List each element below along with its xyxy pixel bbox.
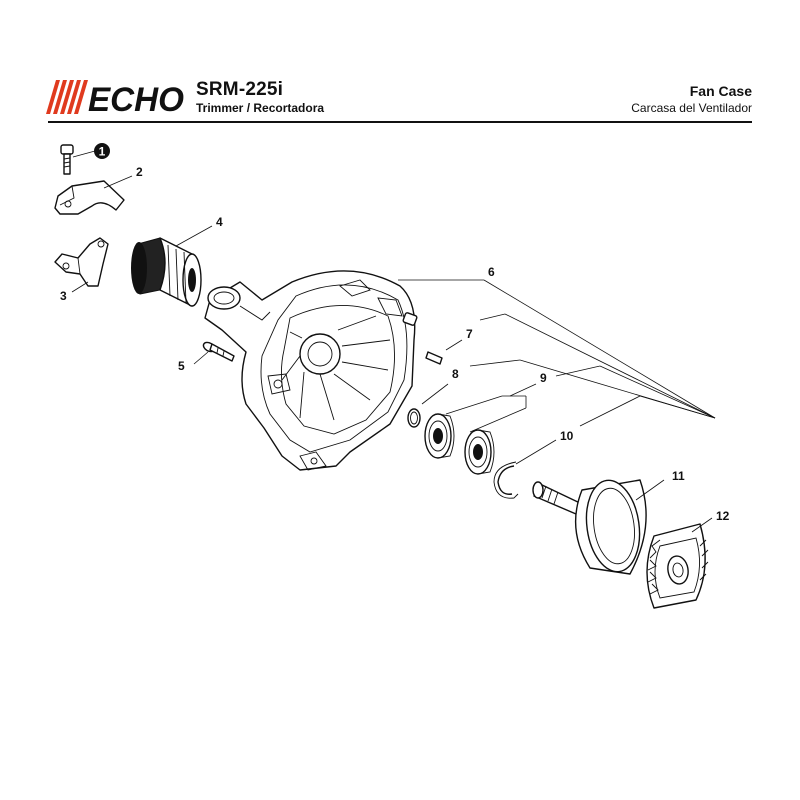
callout-7: 7 bbox=[466, 327, 473, 341]
callout-11: 11 bbox=[672, 469, 685, 483]
part-9-bearing-b[interactable] bbox=[464, 429, 495, 475]
part-3-clamp-lower[interactable] bbox=[54, 237, 109, 293]
section-title: Fan Case bbox=[689, 83, 752, 99]
part-6-fan-case[interactable] bbox=[204, 270, 418, 471]
echo-logo: ECHO bbox=[46, 80, 184, 116]
part-12-clutch-assembly[interactable] bbox=[646, 517, 713, 609]
callout-10: 10 bbox=[560, 429, 574, 443]
callout-5: 5 bbox=[178, 359, 185, 373]
callout-6: 6 bbox=[488, 265, 495, 279]
part-7-pin[interactable] bbox=[425, 313, 716, 419]
logo-stripes bbox=[46, 80, 88, 114]
model-number: SRM-225i bbox=[196, 79, 284, 100]
part-5-screw[interactable] bbox=[193, 341, 235, 365]
svg-text:ECHO: ECHO bbox=[88, 81, 184, 116]
product-subtitle: Trimmer / Recortadora bbox=[196, 101, 325, 115]
section-subtitle: Carcasa del Ventilador bbox=[631, 101, 752, 115]
callout-12: 12 bbox=[716, 509, 730, 523]
callout-4: 4 bbox=[216, 215, 223, 229]
part-2-clamp-upper[interactable] bbox=[54, 175, 133, 215]
callout-3: 3 bbox=[60, 289, 67, 303]
callout-1: 1 bbox=[99, 145, 106, 159]
callout-9-leaders bbox=[445, 365, 716, 433]
part-11-clutch-drum[interactable] bbox=[532, 477, 665, 575]
callout-8: 8 bbox=[452, 367, 459, 381]
part-4-damper-bushing[interactable] bbox=[131, 225, 213, 307]
callout-2: 2 bbox=[136, 165, 143, 179]
callout-1-marker: 1 bbox=[94, 143, 110, 159]
callout-9: 9 bbox=[540, 371, 547, 385]
callout-6-bracket bbox=[398, 279, 716, 419]
part-1-bolt[interactable] bbox=[60, 144, 96, 175]
header-divider bbox=[48, 121, 752, 123]
part-10-circlip[interactable] bbox=[493, 395, 716, 499]
part-9-bearing-a[interactable] bbox=[424, 413, 455, 459]
